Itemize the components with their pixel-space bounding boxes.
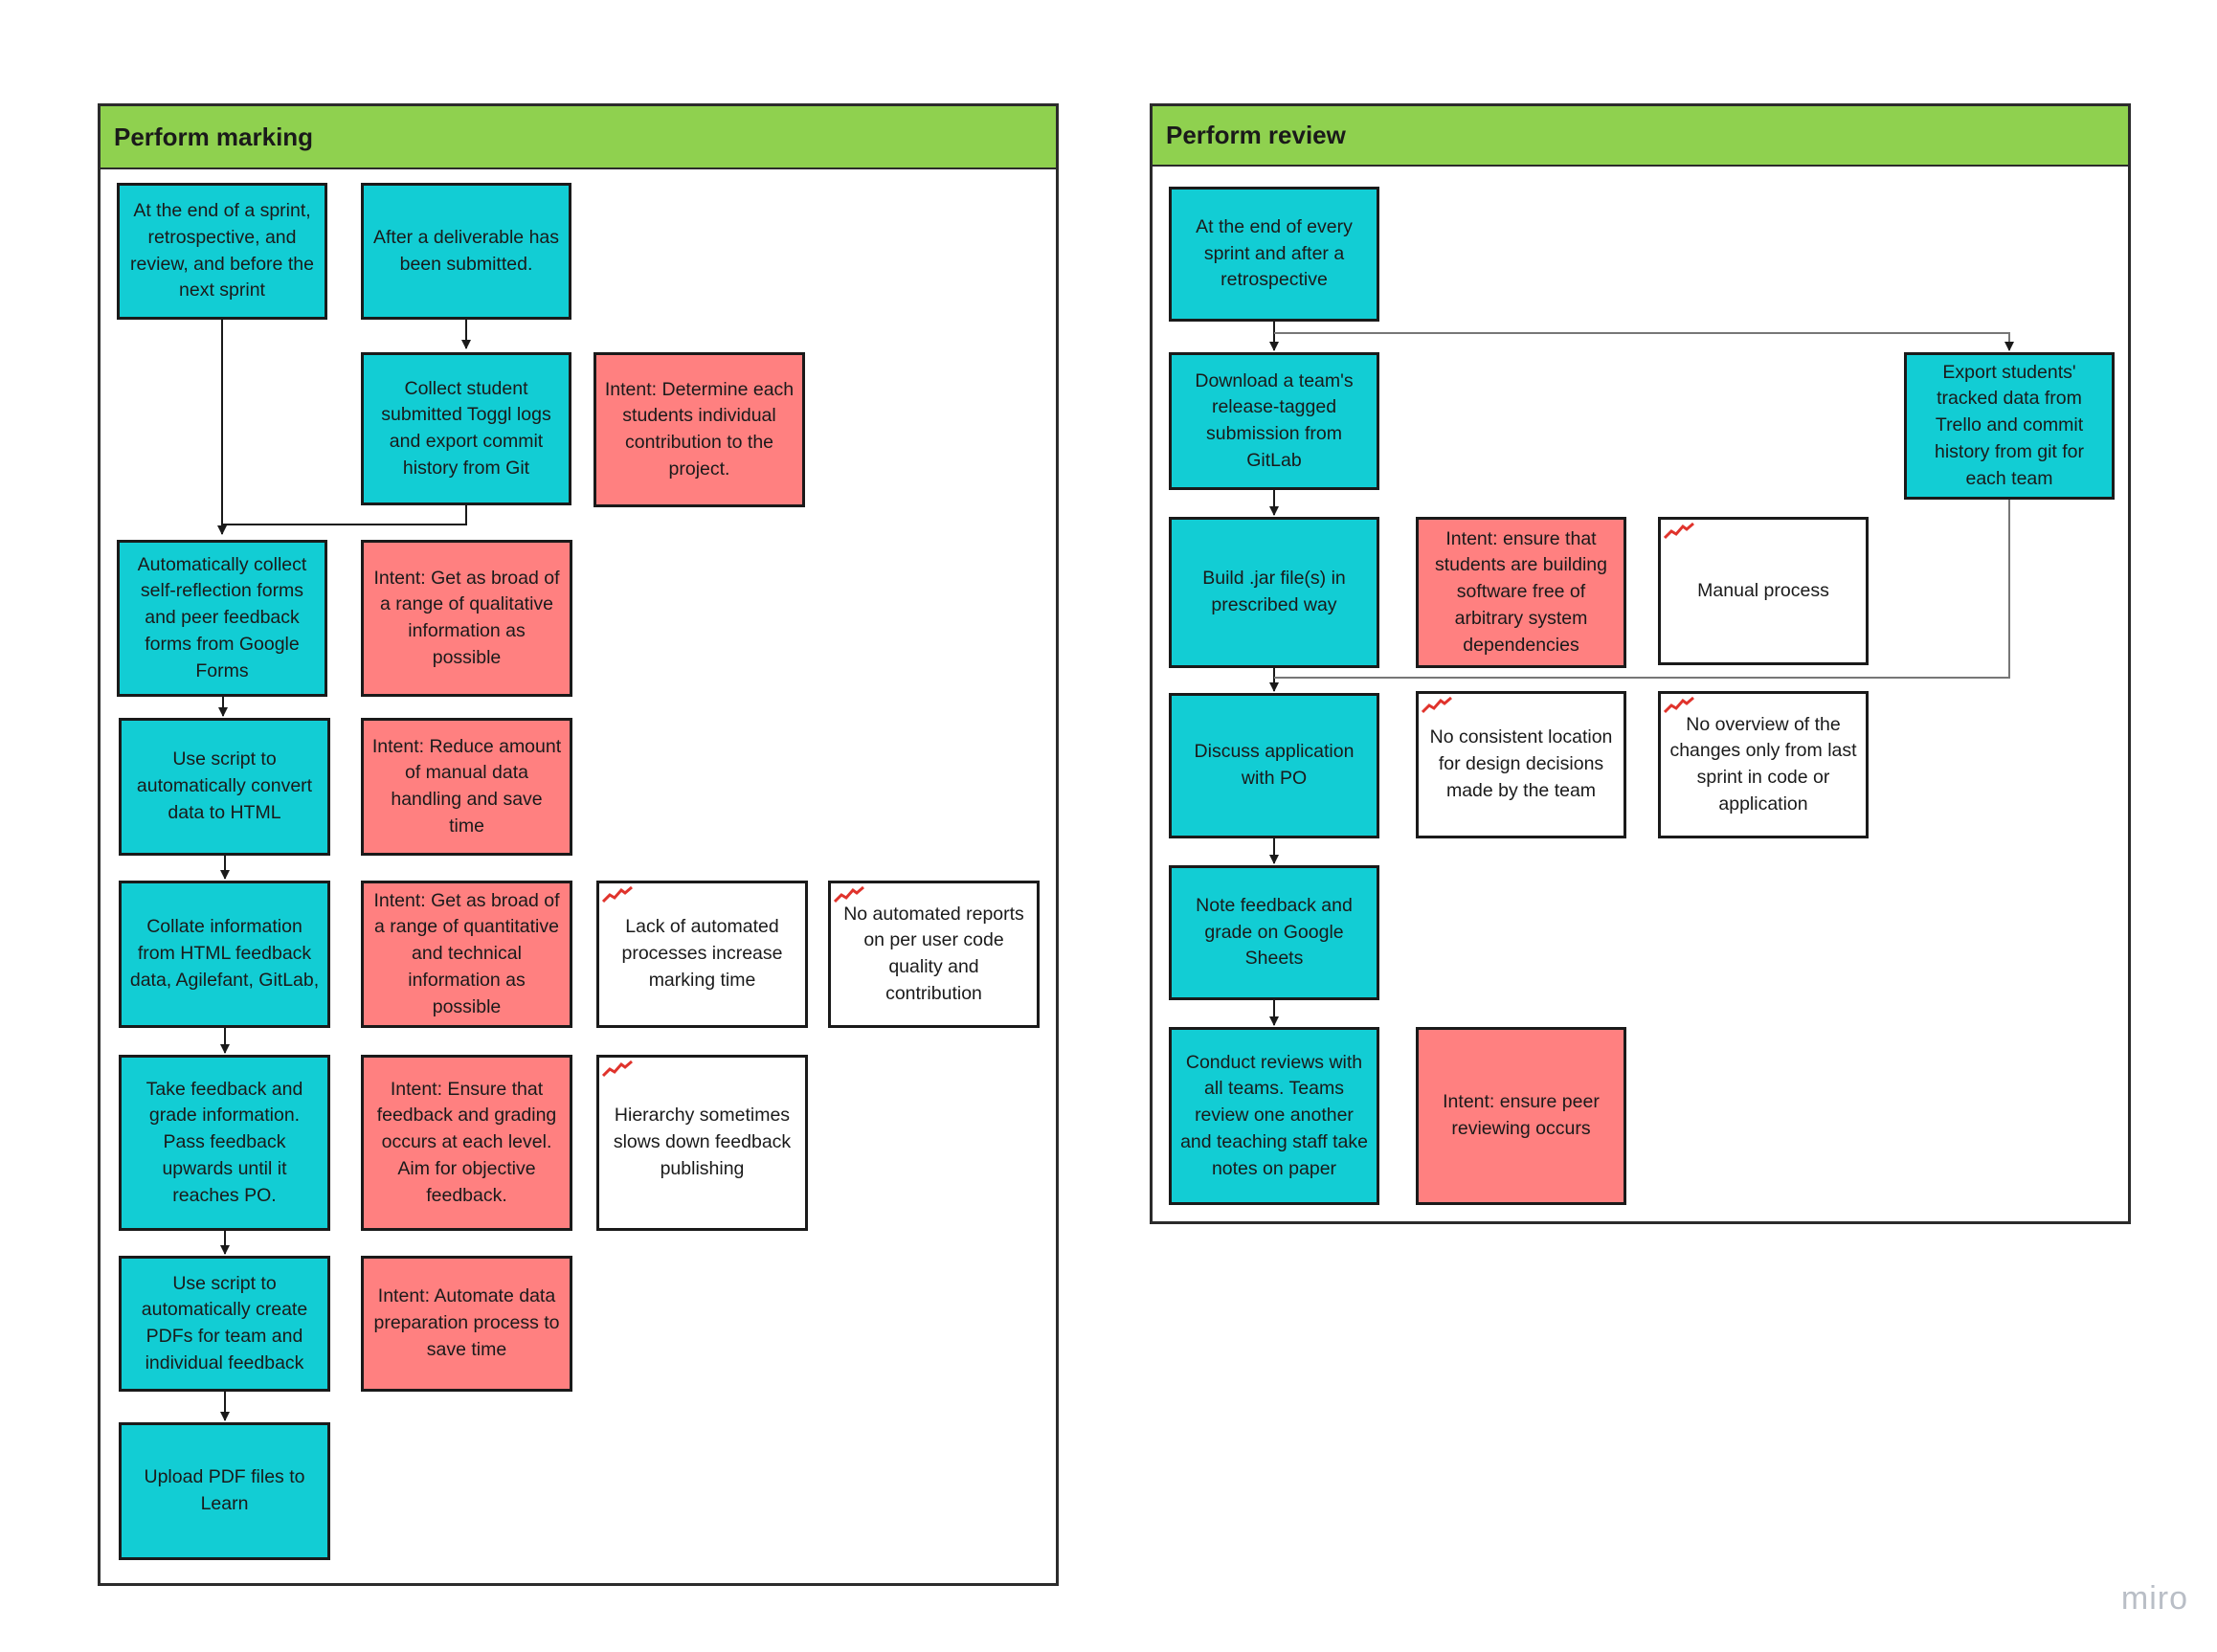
process-download-submission: Download a team's release-tagged submiss… — [1169, 352, 1379, 490]
issue-text: No consistent location for design decisi… — [1429, 726, 1613, 801]
issue-text: Hierarchy sometimes slows down feedback … — [613, 1105, 792, 1179]
warning-flag-icon — [1664, 697, 1694, 714]
intent-individual-contribution: Intent: Determine each students individu… — [593, 352, 805, 507]
warning-flag-icon — [1422, 697, 1452, 714]
issue-no-design-location: No consistent location for design decisi… — [1416, 691, 1626, 838]
intent-automate-data-prep: Intent: Automate data preparation proces… — [361, 1256, 572, 1392]
process-create-pdfs: Use script to automatically create PDFs … — [119, 1256, 330, 1392]
issue-text: Manual process — [1697, 579, 1829, 601]
issue-no-overview-changes: No overview of the changes only from las… — [1658, 691, 1869, 838]
process-collect-toggl-logs: Collect student submitted Toggl logs and… — [361, 352, 571, 505]
issue-text: No automated reports on per user code qu… — [843, 903, 1024, 1004]
process-deliverable-submitted: After a deliverable has been submitted. — [361, 183, 571, 320]
process-conduct-reviews: Conduct reviews with all teams. Teams re… — [1169, 1027, 1379, 1205]
issue-text: No overview of the changes only from las… — [1669, 713, 1857, 815]
intent-peer-reviewing: Intent: ensure peer reviewing occurs — [1416, 1027, 1626, 1205]
miro-watermark: miro — [2120, 1580, 2188, 1617]
warning-flag-icon — [1664, 523, 1694, 540]
process-sprint-end: At the end of a sprint, retrospective, a… — [117, 183, 327, 320]
process-end-of-sprint: At the end of every sprint and after a r… — [1169, 187, 1379, 322]
process-collect-forms: Automatically collect self-reflection fo… — [117, 540, 327, 697]
issue-lack-of-automation: Lack of automated processes increase mar… — [596, 881, 808, 1028]
issue-manual-process: Manual process — [1658, 517, 1869, 665]
warning-flag-icon — [602, 886, 633, 904]
perform-marking-title: Perform marking — [101, 106, 1056, 169]
issue-hierarchy-slows-feedback: Hierarchy sometimes slows down feedback … — [596, 1055, 808, 1231]
connector-r5 — [1274, 500, 2010, 679]
perform-review-title: Perform review — [1153, 106, 2128, 167]
process-discuss-with-po: Discuss application with PO — [1169, 693, 1379, 838]
issue-text: Lack of automated processes increase mar… — [621, 916, 783, 991]
process-convert-html: Use script to automatically convert data… — [119, 718, 330, 856]
process-export-tracked-data: Export students' tracked data from Trell… — [1904, 352, 2115, 500]
connector-m3 — [222, 505, 467, 525]
warning-flag-icon — [834, 886, 864, 904]
intent-qualitative-information: Intent: Get as broad of a range of quali… — [361, 540, 572, 697]
issue-no-automated-reports: No automated reports on per user code qu… — [828, 881, 1040, 1028]
intent-free-of-dependencies: Intent: ensure that students are buildin… — [1416, 517, 1626, 668]
process-note-feedback: Note feedback and grade on Google Sheets — [1169, 865, 1379, 1000]
warning-flag-icon — [602, 1060, 633, 1078]
connector-r2 — [1274, 332, 2014, 351]
process-build-jar: Build .jar file(s) in prescribed way — [1169, 517, 1379, 668]
intent-reduce-manual-handling: Intent: Reduce amount of manual data han… — [361, 718, 572, 856]
intent-quantitative-information: Intent: Get as broad of a range of quant… — [361, 881, 572, 1028]
intent-feedback-each-level: Intent: Ensure that feedback and grading… — [361, 1055, 572, 1231]
process-collate-information: Collate information from HTML feedback d… — [119, 881, 330, 1028]
process-take-feedback: Take feedback and grade information. Pas… — [119, 1055, 330, 1231]
process-upload-pdfs: Upload PDF files to Learn — [119, 1422, 330, 1560]
